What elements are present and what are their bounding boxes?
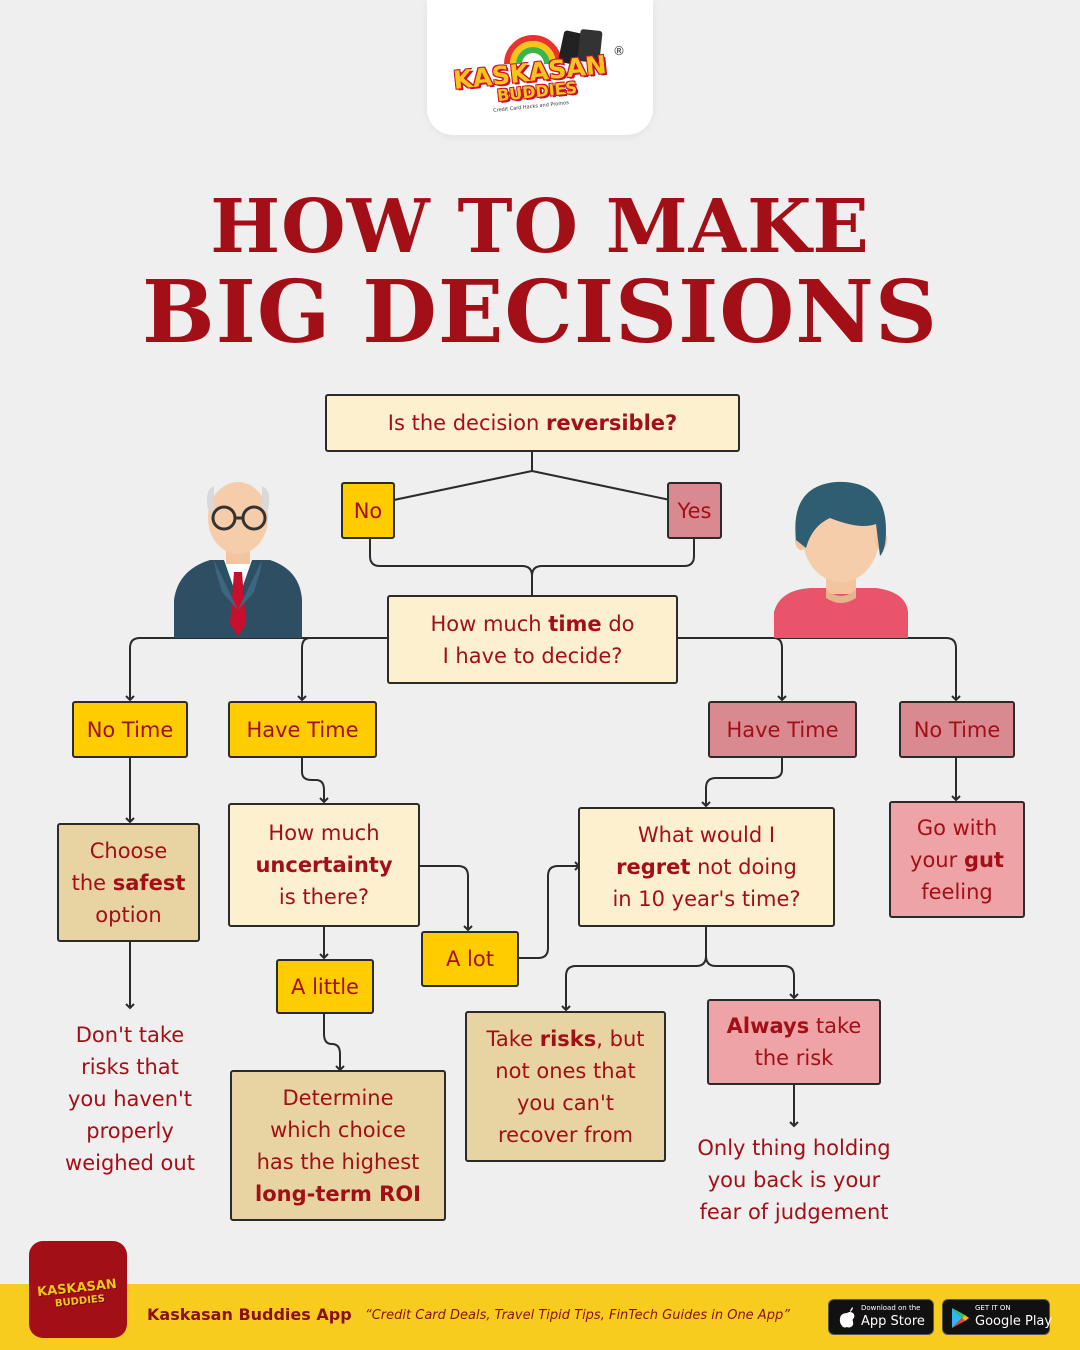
note-line: fear of judgement	[699, 1200, 889, 1224]
regret-line3: in 10 year's time?	[612, 887, 801, 911]
apple-icon	[839, 1307, 855, 1328]
risks-line1-post: , but	[596, 1026, 645, 1051]
google-play-small-text: GET IT ON	[975, 1304, 1011, 1312]
label-no: No	[341, 482, 395, 539]
question-time-text-2: do	[601, 611, 635, 636]
label-a-little: A little	[276, 959, 374, 1014]
note-line: you haven't	[67, 1087, 193, 1111]
always-line1: take	[809, 1014, 862, 1038]
risks-line2: not ones that	[495, 1058, 636, 1083]
question-time-line2: I have to decide?	[442, 643, 623, 668]
safest-line1: Choose	[89, 838, 168, 863]
label-a-lot: A lot	[421, 931, 519, 987]
question-reversible-text: Is the decision	[387, 411, 546, 435]
footer-logo: KASKASAN BUDDIES	[29, 1241, 127, 1338]
brand-logo: KASKASAN BUDDIES Credit Card Hacks and P…	[427, 0, 653, 135]
safest-line3: option	[95, 902, 162, 927]
question-reversible: Is the decision reversible?	[325, 394, 740, 452]
risks-line1: Take	[486, 1026, 540, 1051]
regret-line1: What would I	[637, 823, 776, 847]
logo-rainbow-icon	[504, 29, 603, 66]
question-time-bold: time	[548, 611, 602, 636]
app-store-big-text: App Store	[861, 1314, 925, 1329]
risks-bold: risks	[539, 1026, 597, 1051]
uncertainty-line1: How much	[268, 821, 380, 845]
roi-line2: which choice	[270, 1117, 406, 1142]
roi-line3: has the highest	[256, 1149, 420, 1174]
always-line2: the risk	[754, 1046, 834, 1070]
box-always-take-risk: Always take the risk	[707, 999, 881, 1085]
note-dont-take-risks: Don't take risks that you haven't proper…	[40, 1019, 220, 1179]
roi-line1: Determine	[282, 1085, 394, 1110]
note-fear-of-judgement: Only thing holding you back is your fear…	[664, 1132, 924, 1228]
note-line: Don't take	[75, 1023, 185, 1047]
gut-bold: gut	[963, 847, 1004, 872]
gut-line3: feeling	[921, 879, 993, 904]
box-take-risks: Take risks, but not ones that you can't rec…	[465, 1011, 666, 1162]
box-gut-feeling: Go with your gut feeling	[889, 801, 1025, 918]
box-uncertainty: How much uncertainty is there?	[228, 803, 420, 927]
google-play-icon	[952, 1308, 969, 1328]
old-man-icon	[174, 482, 302, 638]
question-time: How much time do I have to decide?	[387, 595, 678, 684]
question-reversible-bold: reversible?	[545, 411, 678, 435]
note-line: properly	[86, 1119, 174, 1143]
regret-bold: regret	[616, 855, 691, 879]
app-store-button[interactable]: Download on the App Store	[828, 1299, 934, 1335]
note-line: Only thing holding	[697, 1136, 891, 1160]
question-time-text: How much	[430, 611, 549, 636]
title-line1: HOW TO MAKE	[210, 184, 870, 270]
regret-line2: not doing	[690, 855, 797, 879]
logo-registered-mark: ®	[613, 44, 625, 58]
box-regret: What would I regret not doing in 10 year's…	[578, 807, 835, 927]
note-line: you back is your	[707, 1168, 881, 1192]
uncertainty-bold: uncertainty	[255, 853, 393, 877]
google-play-big-text: Google Play	[975, 1314, 1053, 1329]
note-line: weighed out	[65, 1151, 195, 1175]
label-left-no-time: No Time	[72, 701, 188, 758]
label-right-have-time: Have Time	[708, 701, 857, 758]
always-bold: Always	[726, 1014, 810, 1038]
label-right-no-time: No Time	[899, 701, 1015, 758]
roi-bold: long-term ROI	[255, 1181, 421, 1206]
gut-line2: your	[910, 847, 964, 872]
label-left-have-time: Have Time	[228, 701, 377, 758]
box-safest-option: Choose the safest option	[57, 823, 200, 942]
gut-line1: Go with	[916, 815, 998, 840]
note-line: risks that	[81, 1055, 179, 1079]
footer-app-tagline: “Credit Card Deals, Travel Tipid Tips, F…	[365, 1308, 790, 1323]
footer-app-name: Kaskasan Buddies App	[147, 1305, 352, 1324]
young-man-icon	[774, 481, 908, 638]
google-play-button[interactable]: GET IT ON Google Play	[942, 1299, 1053, 1335]
box-long-term-roi: Determine which choice has the highest long…	[230, 1070, 446, 1221]
safest-line2: the	[71, 870, 113, 895]
safest-bold: safest	[112, 870, 186, 895]
app-store-small-text: Download on the	[861, 1304, 921, 1312]
risks-line4: recover from	[497, 1122, 633, 1147]
risks-line3: you can't	[517, 1090, 614, 1115]
label-yes: Yes	[667, 482, 722, 539]
title-line2: BIG DECISIONS	[141, 262, 939, 363]
uncertainty-line3: is there?	[278, 885, 370, 909]
